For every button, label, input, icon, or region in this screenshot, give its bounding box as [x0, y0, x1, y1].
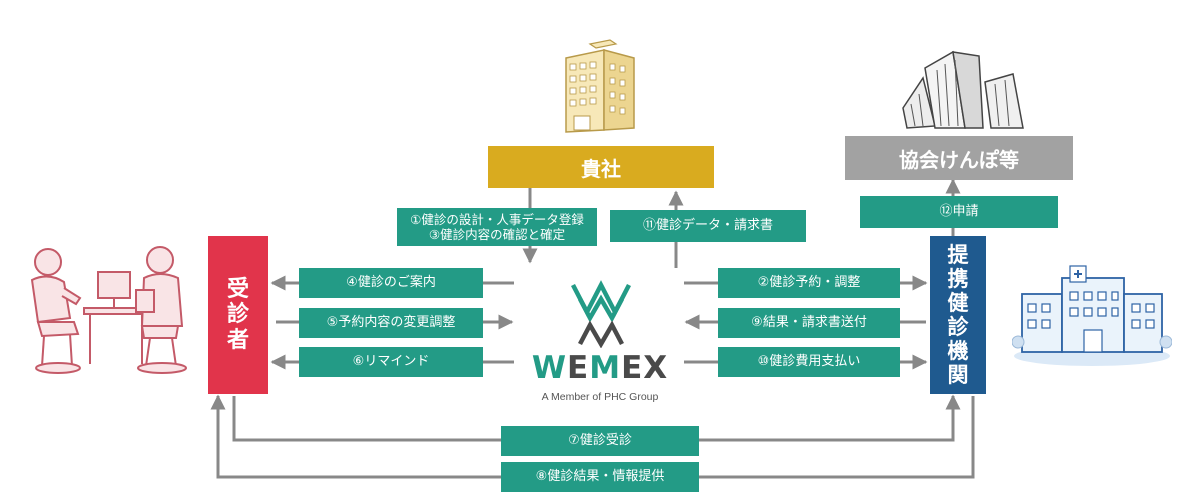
city-buildings-icon [902, 50, 1024, 129]
step-label-2: ②健診予約・調整 [718, 268, 900, 298]
step-label-8: ⑧健診結果・情報提供 [501, 462, 699, 492]
wemex-tagline: A Member of PHC Group [541, 391, 659, 403]
step-6-text: ⑥リマインド [352, 354, 430, 370]
step-label-7: ⑦健診受診 [501, 426, 699, 456]
step-label-12: ⑫申請 [860, 196, 1058, 228]
step-label-10: ⑩健診費用支払い [718, 347, 900, 377]
examinee-label: 受診者 [226, 277, 249, 353]
step-1-text: ①健診の設計・人事データ登録 [410, 212, 584, 227]
step-11-text: ⑪健診データ・請求書 [642, 218, 773, 234]
examinee-box: 受診者 [208, 236, 268, 394]
office-building-icon [565, 39, 635, 133]
step-label-9: ⑨結果・請求書送付 [718, 308, 900, 338]
wemex-logo-mark [571, 280, 631, 348]
association-box: 協会けんぽ等 [845, 136, 1073, 180]
association-label: 協会けんぽ等 [899, 147, 1019, 172]
institution-label: 提携健診機関 [947, 242, 969, 388]
step-label-4: ④健診のご案内 [299, 268, 483, 298]
step-label-5: ⑤予約内容の変更調整 [299, 308, 483, 338]
company-label: 貴社 [581, 156, 621, 181]
step-2-text: ②健診予約・調整 [757, 275, 861, 291]
hospital-icon [1012, 265, 1172, 366]
step-label-11: ⑪健診データ・請求書 [610, 210, 806, 242]
doctor-patient-icon [30, 246, 187, 374]
step-4-text: ④健診のご案内 [346, 275, 436, 291]
step-5-text: ⑤予約内容の変更調整 [326, 315, 456, 331]
step-3-text: ③健診内容の確認と確定 [428, 227, 566, 242]
step-12-text: ⑫申請 [939, 204, 979, 220]
step-10-text: ⑩健診費用支払い [757, 354, 861, 370]
step-label-6: ⑥リマインド [299, 347, 483, 377]
step-8-text: ⑧健診結果・情報提供 [535, 469, 665, 485]
wemex-logo-text: WEMEX [531, 350, 669, 386]
step-label-1-3: ①健診の設計・人事データ登録 ③健診内容の確認と確定 [397, 208, 597, 246]
institution-box: 提携健診機関 [930, 236, 986, 394]
step-7-text: ⑦健診受診 [568, 433, 632, 449]
company-box: 貴社 [488, 146, 714, 188]
step-9-text: ⑨結果・請求書送付 [751, 315, 867, 331]
